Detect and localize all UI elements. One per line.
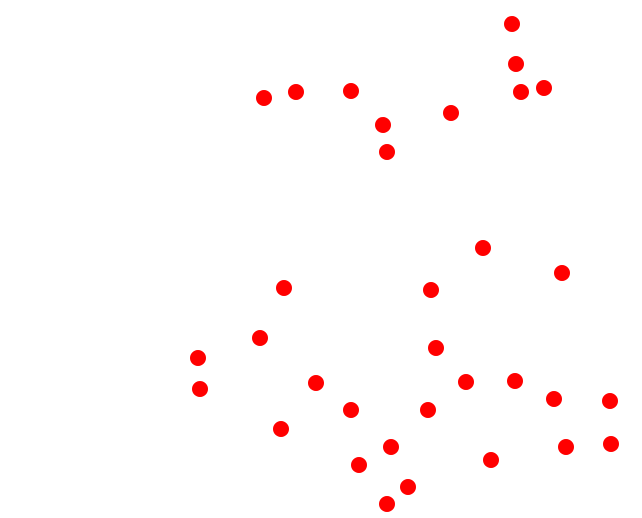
target-dot[interactable] bbox=[343, 83, 359, 99]
target-dot[interactable] bbox=[483, 452, 499, 468]
target-dot[interactable] bbox=[379, 496, 395, 512]
target-dot[interactable] bbox=[192, 381, 208, 397]
target-dot[interactable] bbox=[513, 84, 529, 100]
target-dot[interactable] bbox=[288, 84, 304, 100]
target-dot[interactable] bbox=[420, 402, 436, 418]
target-dot[interactable] bbox=[190, 350, 206, 366]
target-dot[interactable] bbox=[273, 421, 289, 437]
target-dot[interactable] bbox=[351, 457, 367, 473]
target-dot[interactable] bbox=[507, 373, 523, 389]
target-dot[interactable] bbox=[423, 282, 439, 298]
target-dot[interactable] bbox=[475, 240, 491, 256]
target-dot[interactable] bbox=[276, 280, 292, 296]
target-dot[interactable] bbox=[400, 479, 416, 495]
target-dot[interactable] bbox=[508, 56, 524, 72]
target-dot[interactable] bbox=[558, 439, 574, 455]
target-dot[interactable] bbox=[603, 436, 619, 452]
target-dot[interactable] bbox=[383, 439, 399, 455]
target-dot[interactable] bbox=[546, 391, 562, 407]
target-dot[interactable] bbox=[602, 393, 618, 409]
target-dot[interactable] bbox=[554, 265, 570, 281]
target-dot[interactable] bbox=[252, 330, 268, 346]
target-dot[interactable] bbox=[443, 105, 459, 121]
target-dot[interactable] bbox=[504, 16, 520, 32]
target-dot[interactable] bbox=[375, 117, 391, 133]
target-dot[interactable] bbox=[458, 374, 474, 390]
target-dot[interactable] bbox=[379, 144, 395, 160]
target-dot[interactable] bbox=[256, 90, 272, 106]
target-dot[interactable] bbox=[308, 375, 324, 391]
target-dot[interactable] bbox=[428, 340, 444, 356]
target-dot[interactable] bbox=[536, 80, 552, 96]
target-dot[interactable] bbox=[343, 402, 359, 418]
